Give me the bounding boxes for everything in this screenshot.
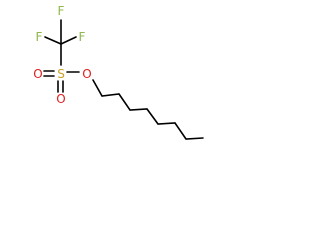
atom-f-left: F (36, 30, 43, 44)
atom-o-bottom: O (56, 92, 65, 106)
molecule-structure: F F F S O O O (33, 4, 204, 140)
bonds (43, 19, 204, 140)
atom-f-right: F (79, 30, 86, 44)
atom-o-left: O (33, 67, 42, 81)
structure-canvas: F F F S O O O (33, 4, 204, 140)
octyl-chain (92, 79, 204, 140)
atom-f-top: F (58, 4, 65, 18)
bond-c-f-left (44, 36, 62, 45)
atom-s: S (57, 67, 65, 81)
atom-o-ester: O (82, 67, 91, 81)
bond-c-f-right (60, 36, 77, 45)
